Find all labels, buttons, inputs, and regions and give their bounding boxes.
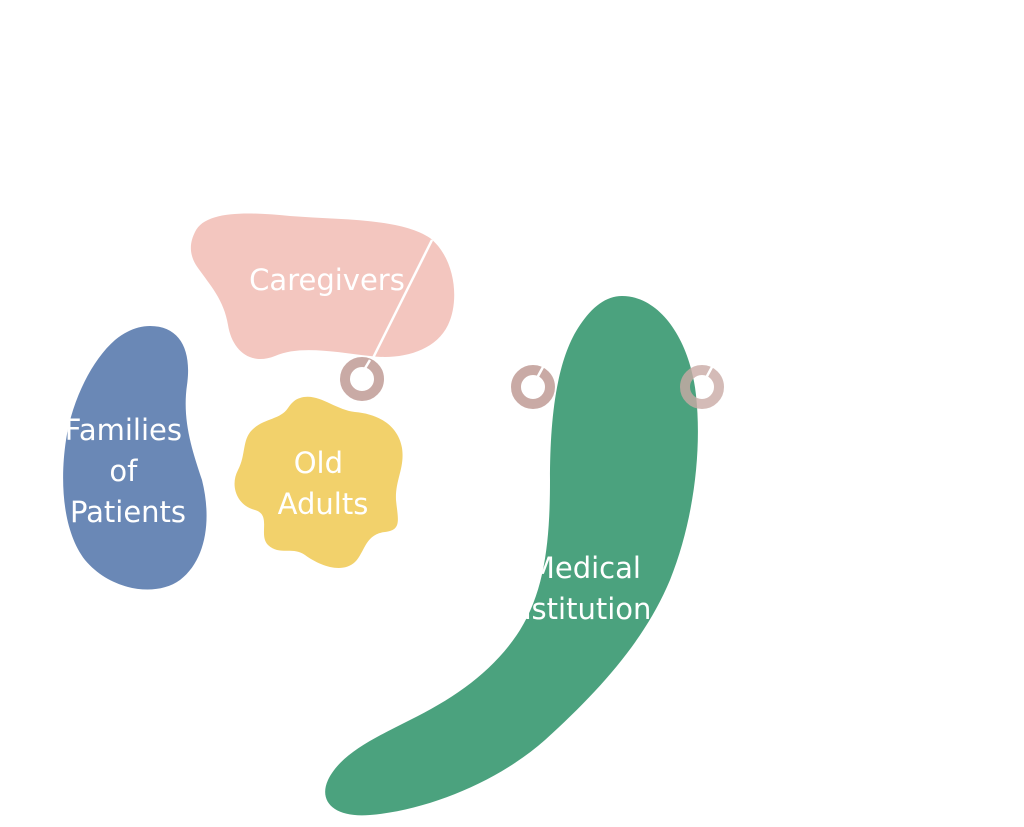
old-adults-label-line-1: Old — [294, 446, 343, 480]
ring-marker-caregivers[interactable] — [340, 357, 384, 401]
ring-marker-right[interactable] — [680, 365, 724, 409]
families-label: Families of Patients — [65, 413, 191, 529]
ring-marker-circle — [680, 365, 724, 409]
ring-marker-notch — [535, 366, 545, 379]
caregivers-label: Caregivers — [249, 263, 405, 297]
medical-label-line-1: Medical — [530, 551, 641, 585]
ring-marker-notch — [362, 359, 372, 371]
node-families-of-patients[interactable]: Families of Patients — [63, 326, 207, 590]
ring-marker-notch — [704, 366, 714, 379]
node-caregivers[interactable]: Caregivers — [190, 213, 455, 360]
ring-marker-middle[interactable] — [511, 365, 555, 409]
caregivers-leader-line — [366, 239, 434, 369]
ring-markers — [340, 357, 724, 409]
caregivers-blob — [190, 213, 455, 360]
medical-label: Medical Institution — [505, 551, 652, 626]
old-adults-blob — [234, 396, 403, 568]
families-blob — [63, 326, 207, 590]
node-old-adults[interactable]: Old Adults — [234, 396, 403, 568]
ring-marker-circle — [511, 365, 555, 409]
caregivers-label-line: Caregivers — [249, 263, 405, 297]
medical-blob — [325, 296, 698, 816]
families-label-line-2: of — [109, 454, 138, 488]
ring-marker-circle — [340, 357, 384, 401]
old-adults-label-line-2: Adults — [278, 487, 369, 521]
families-label-line-3: Patients — [70, 495, 186, 529]
old-adults-label: Old Adults — [278, 446, 369, 521]
families-label-line-1: Families — [65, 413, 182, 447]
medical-label-line-2: Institution — [505, 592, 652, 626]
node-medical-institution[interactable]: Medical Institution — [325, 296, 698, 816]
